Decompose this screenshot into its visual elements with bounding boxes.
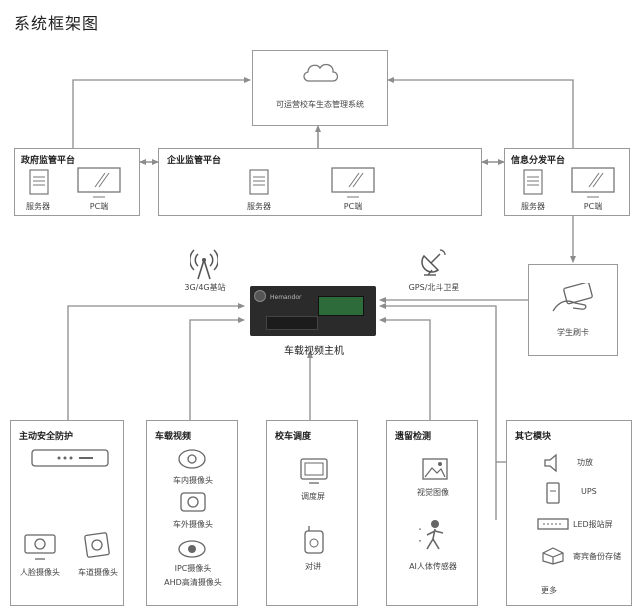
module-title: 主动安全防护 <box>19 432 74 442</box>
module-item: AHD高清摄像头 <box>164 578 222 587</box>
intercom-icon <box>304 526 324 554</box>
module-vehicle-video: 车载视频 车内摄像头 车外摄像头 IPC摄像头 AHD高清摄像头 <box>146 420 238 606</box>
dome-camera-icon <box>178 449 206 469</box>
module-item: 视觉图像 <box>417 488 449 497</box>
image-icon <box>422 458 448 480</box>
monitor-icon <box>331 167 375 198</box>
module-title: 校车调度 <box>275 432 312 442</box>
monitor-icon <box>77 167 121 198</box>
module-item: 车道摄像头 <box>78 568 118 577</box>
info-platform-box: 信息分发平台 服务器 PC端 <box>504 148 630 216</box>
server-icon <box>29 169 49 195</box>
video-host-device: Hemandor <box>250 286 376 336</box>
module-dispatch: 校车调度 调度屏 对讲 <box>266 420 358 606</box>
host-label: 车载视频主机 <box>284 346 344 357</box>
gov-pc-label: PC端 <box>89 202 109 211</box>
module-title: 其它模块 <box>515 432 552 442</box>
cloud-icon <box>303 63 339 82</box>
dsm-device-icon <box>31 449 109 467</box>
module-leftover-detection: 遗留检测 视觉图像 AI人体传感器 <box>386 420 478 606</box>
card-swipe-icon <box>552 283 593 312</box>
module-item: IPC摄像头 <box>174 564 212 573</box>
student-card-label: 学生刷卡 <box>557 328 589 337</box>
module-title: 遗留检测 <box>395 432 432 442</box>
enterprise-server-label: 服务器 <box>247 202 271 211</box>
page-title: 系统框架图 <box>14 14 100 33</box>
device-screen <box>318 296 364 316</box>
face-camera-icon <box>24 534 56 560</box>
module-item: 人脸摄像头 <box>20 568 60 577</box>
server-icon <box>249 169 269 195</box>
human-sensor-icon <box>419 520 444 550</box>
gov-platform-title: 政府监管平台 <box>21 156 76 166</box>
gps-label: GPS/北斗卫星 <box>408 283 460 292</box>
info-pc-label: PC端 <box>583 202 603 211</box>
info-server-label: 服务器 <box>521 202 545 211</box>
cloud-platform-box: 可运营校车生态管理系统 <box>252 50 388 126</box>
satellite-dish-icon <box>421 249 446 276</box>
lane-camera-icon <box>84 532 110 558</box>
enterprise-platform-box: 企业监管平台 服务器 PC端 <box>158 148 482 216</box>
gov-server-label: 服务器 <box>26 202 50 211</box>
module-item: 功放 <box>577 458 593 467</box>
module-item: 对讲 <box>305 562 321 571</box>
module-item: 寄宾备份存储 <box>573 552 621 561</box>
device-brand: Hemandor <box>270 294 302 301</box>
signal-tower-icon <box>190 249 218 280</box>
enterprise-platform-title: 企业监管平台 <box>167 156 222 166</box>
device-slot <box>266 316 318 330</box>
module-other: 其它模块 功放 UPS LED报站屏 寄宾备份存储 更多 <box>506 420 632 606</box>
ipc-camera-icon <box>178 540 206 558</box>
module-item: AI人体传感器 <box>409 562 457 571</box>
box-camera-icon <box>180 492 206 512</box>
led-screen-icon <box>537 518 569 530</box>
power-icon <box>254 290 266 302</box>
module-item: LED报站屏 <box>573 520 613 529</box>
signal-label: 3G/4G基站 <box>184 283 226 292</box>
storage-icon <box>542 547 564 565</box>
module-item: 更多 <box>541 586 557 595</box>
monitor-icon <box>571 167 615 198</box>
student-card-box: 学生刷卡 <box>528 264 618 356</box>
gov-platform-box: 政府监管平台 服务器 PC端 <box>14 148 140 216</box>
server-icon <box>523 169 543 195</box>
cloud-label: 可运营校车生态管理系统 <box>276 100 364 109</box>
module-active-safety: 主动安全防护 人脸摄像头 车道摄像头 <box>10 420 124 606</box>
module-title: 车载视频 <box>155 432 192 442</box>
dispatch-screen-icon <box>300 458 328 484</box>
ups-icon <box>546 482 560 504</box>
module-item: 车内摄像头 <box>173 476 213 485</box>
module-item: 车外摄像头 <box>173 520 213 529</box>
speaker-icon <box>544 453 557 473</box>
info-platform-title: 信息分发平台 <box>511 156 566 166</box>
module-item: UPS <box>581 487 597 496</box>
enterprise-pc-label: PC端 <box>343 202 363 211</box>
module-item: 调度屏 <box>301 492 325 501</box>
